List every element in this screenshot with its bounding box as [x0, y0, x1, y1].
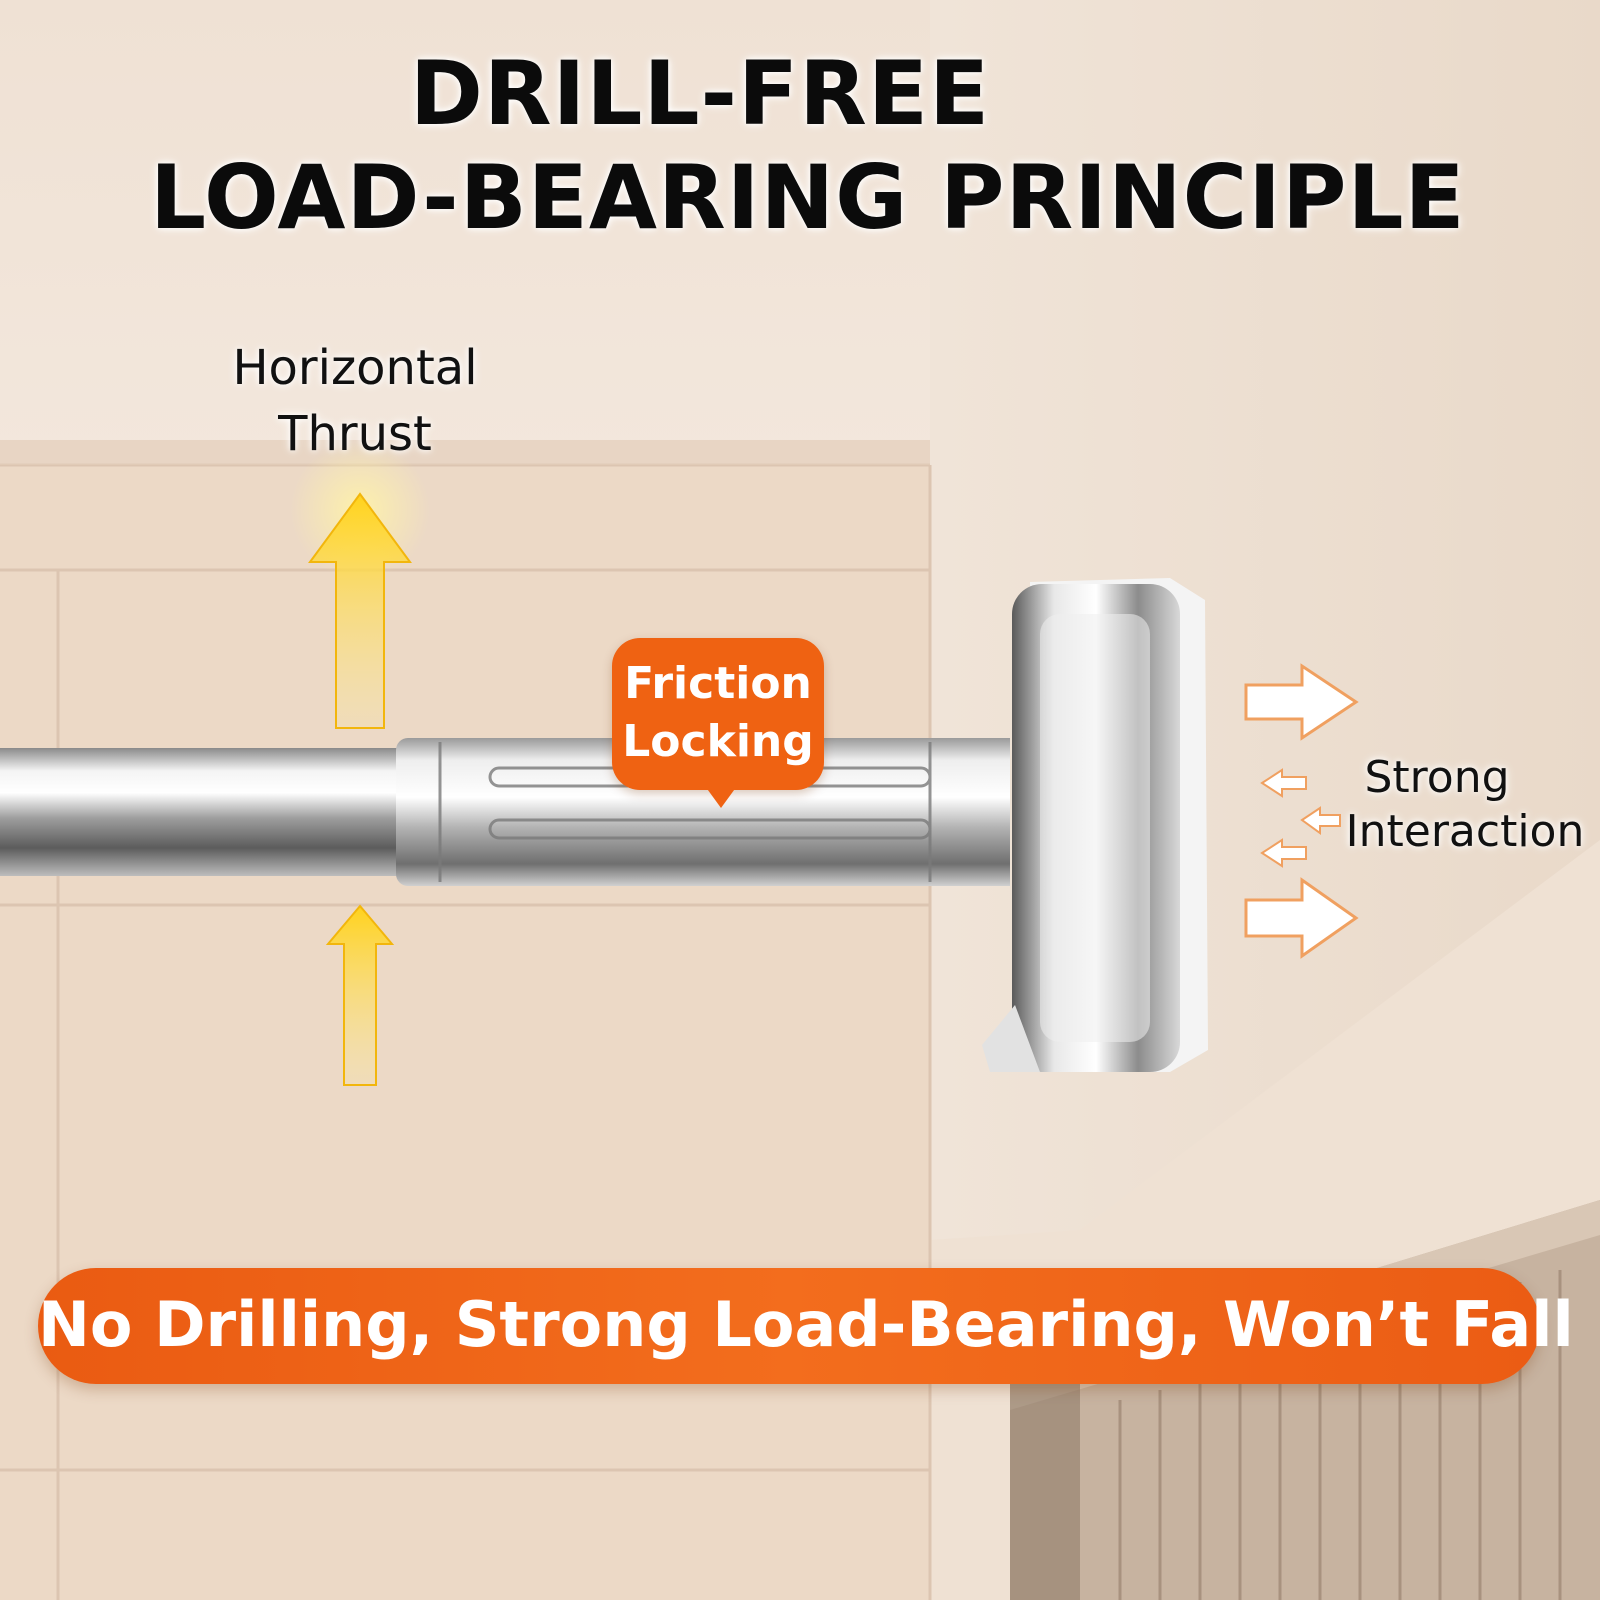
horizontal-thrust-label-line-2: Thrust — [278, 406, 432, 462]
arrow-up-icon — [325, 904, 395, 1086]
arrow-left-icon — [1300, 806, 1341, 835]
arrow-right-icon — [1244, 877, 1359, 959]
strong-interaction-label-line-2: Interaction — [1345, 806, 1585, 857]
headline-line-2: LOAD-BEARING PRINCIPLE — [150, 146, 1466, 249]
feature-banner-text: No Drilling, Strong Load-Bearing, Won’t … — [38, 1288, 1574, 1361]
friction-locking-label-line-1: Friction — [624, 658, 812, 709]
friction-locking-callout — [612, 638, 824, 790]
headline-line-1: DRILL-FREE — [409, 42, 991, 145]
arrow-right-icon — [1244, 663, 1359, 741]
arrow-up-icon — [290, 440, 430, 729]
arrow-left-icon — [1260, 768, 1307, 798]
tension-rod — [0, 738, 1010, 886]
callout-pointer — [705, 786, 737, 808]
wall-bracket — [982, 578, 1208, 1072]
friction-locking-label-line-2: Locking — [622, 716, 814, 767]
horizontal-thrust-label-line-1: Horizontal — [232, 340, 478, 396]
feature-banner — [38, 1268, 1540, 1384]
strong-interaction-label-line-1: Strong — [1364, 752, 1510, 803]
arrow-left-icon — [1260, 838, 1307, 868]
